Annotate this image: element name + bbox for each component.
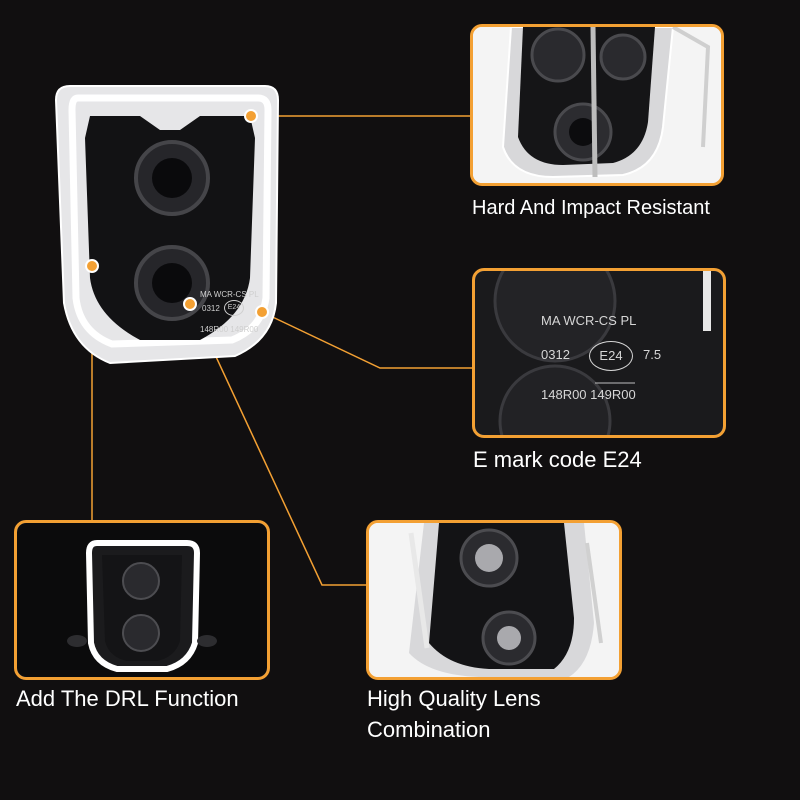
feature-caption-lens-2: Combination xyxy=(367,717,491,742)
marker-dot-emark xyxy=(255,305,269,319)
marker-dot-impact xyxy=(244,109,258,123)
feature-panel-emark: MA WCR-CS PL 0312 E24 7.5 148R00 149R00 xyxy=(472,268,726,438)
main-headlight-image: MA WCR-CS PL 0312 E24 148R00 149R00 xyxy=(50,78,285,373)
feature-panel-impact xyxy=(470,24,724,186)
marking-line1: MA WCR-CS PL xyxy=(200,290,259,299)
marking-line3: 148R00 149R00 xyxy=(200,325,259,334)
drl-light-bar xyxy=(68,94,272,348)
headlight-black-housing xyxy=(85,116,255,340)
emark-circle: E24 xyxy=(589,341,633,371)
feature-caption-lens-1: High Quality Lens xyxy=(367,686,541,711)
feature-panel-drl xyxy=(14,520,270,680)
feature-caption-emark: E mark code E24 xyxy=(473,447,642,472)
feature-panel-lens xyxy=(366,520,622,680)
feature-caption-impact: Hard And Impact Resistant xyxy=(472,197,710,219)
feature-caption-drl: Add The DRL Function xyxy=(16,686,239,711)
emark-line3: 148R00 149R00 xyxy=(541,387,636,402)
emark-num: 7.5 xyxy=(643,347,662,362)
marker-dot-lens xyxy=(183,297,197,311)
emark-line1: MA WCR-CS PL xyxy=(541,313,637,328)
marking-code: 0312 xyxy=(202,304,220,313)
marker-dot-drl xyxy=(85,259,99,273)
emark-code: 0312 xyxy=(541,347,570,362)
connector-line-emark xyxy=(261,311,472,369)
emark-badge: E24 xyxy=(224,300,244,316)
